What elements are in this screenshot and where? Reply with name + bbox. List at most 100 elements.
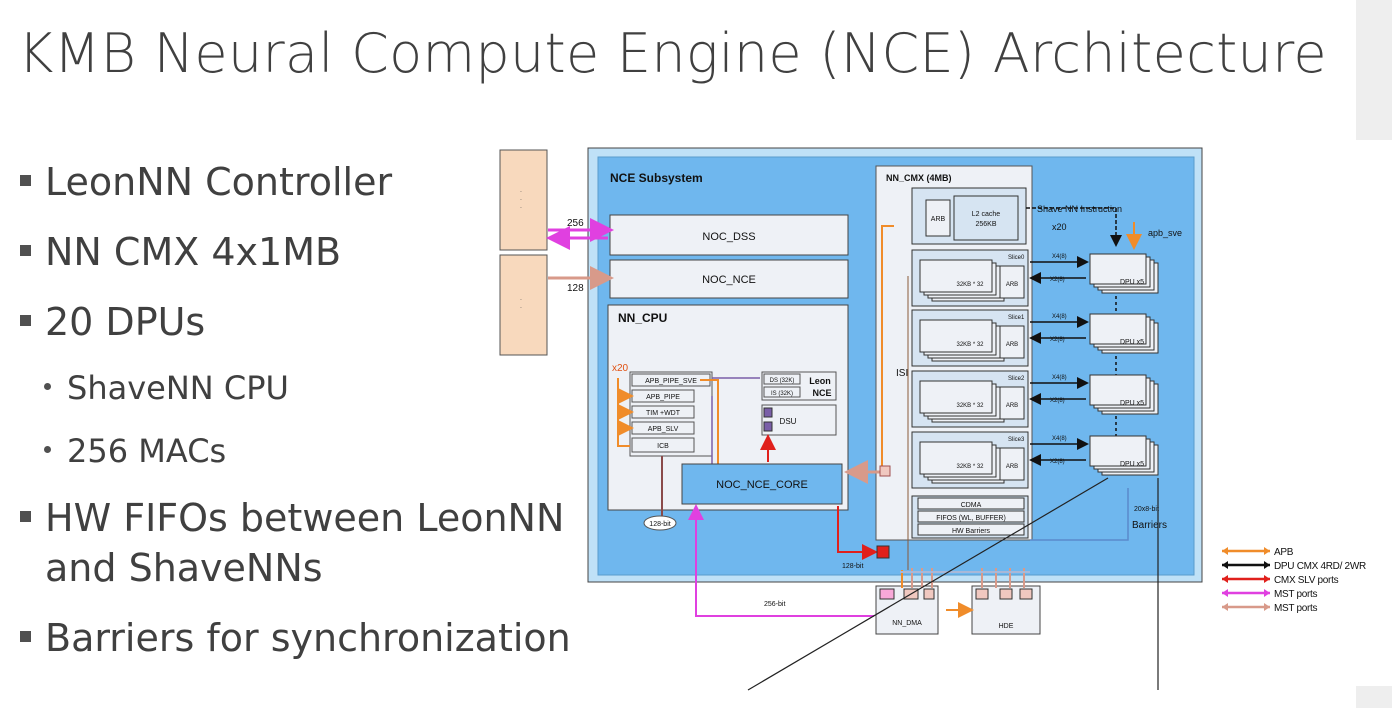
- legend-label: DPU CMX 4RD/ 2WR: [1274, 561, 1366, 572]
- slice-arb-box: [999, 325, 1025, 359]
- svg-text:NCE: NCE: [812, 388, 831, 398]
- x4-label: X4(8): [1052, 375, 1067, 381]
- apb-sve-label: apb_sve: [1148, 228, 1182, 238]
- slice-memory-label: 32KB * 32: [956, 403, 984, 409]
- subbullet-macs: 256 MACs: [44, 432, 226, 470]
- svg-text:.: .: [520, 187, 522, 194]
- subbullet-text: ShaveNN CPU: [67, 369, 289, 407]
- subbullet-shavenn-cpu: ShaveNN CPU: [44, 369, 289, 407]
- svg-text:Leon: Leon: [809, 376, 831, 386]
- bullet-barriers: Barriers for synchronization: [20, 616, 571, 660]
- legend-label: APB: [1274, 547, 1294, 558]
- dpu-label: DPU x5: [1120, 339, 1144, 346]
- dpu-label: DPU x5: [1120, 279, 1144, 286]
- slice-label: Slice0: [1008, 255, 1025, 261]
- svg-text:x20: x20: [1052, 222, 1067, 232]
- external-block-top: [499, 149, 548, 251]
- svg-text:NN_DMA: NN_DMA: [892, 620, 922, 627]
- svg-text:.: .: [520, 203, 522, 210]
- nn-cpu-label: NN_CPU: [618, 311, 667, 325]
- slice-memory-bank: [919, 259, 993, 293]
- slice-arb-label: ARB: [1006, 282, 1018, 288]
- dpu-stack-card: [1089, 435, 1147, 467]
- slice-arb-box: [999, 386, 1025, 420]
- bullet-hw-fifos: HW FIFOs between LeonNN: [20, 496, 564, 540]
- noc-nce-box: [609, 259, 849, 299]
- legend-arrow-right: [1264, 547, 1270, 555]
- legend-arrow-left: [1222, 575, 1228, 583]
- svg-text:DS (32K): DS (32K): [770, 378, 795, 384]
- bullet-leonnn-controller: LeonNN Controller: [20, 160, 392, 204]
- square-bullet-icon: [20, 631, 31, 642]
- dpu-label: DPU x5: [1120, 461, 1144, 468]
- legend-arrow-right: [1264, 575, 1270, 583]
- svg-text:HW Barriers: HW Barriers: [952, 528, 991, 535]
- slice-memory-bank: [919, 380, 993, 414]
- legend-arrow-right: [1264, 603, 1270, 611]
- nce-subsystem-label: NCE Subsystem: [610, 171, 703, 185]
- svg-text:APB_PIPE_SVE: APB_PIPE_SVE: [645, 378, 697, 385]
- square-bullet-icon: [20, 245, 31, 256]
- legend-label: CMX SLV ports: [1274, 575, 1339, 586]
- svg-text:128-bit: 128-bit: [842, 563, 863, 570]
- slice-arb-box: [999, 447, 1025, 481]
- slice-label: Slice1: [1008, 315, 1025, 321]
- x2-label: X2(8): [1050, 277, 1065, 283]
- slice-label: Slice3: [1008, 437, 1025, 443]
- legend-arrow-right: [1264, 589, 1270, 597]
- noc-nce-label: NOC_NCE: [702, 274, 756, 286]
- bullet-nn-cmx: NN CMX 4x1MB: [20, 230, 341, 274]
- slice-arb-box: [999, 265, 1025, 299]
- dpu-stack-card: [1089, 253, 1147, 285]
- slice-arb-label: ARB: [1006, 342, 1018, 348]
- svg-text:.: .: [520, 303, 522, 310]
- bus-256-label: 256: [567, 218, 584, 229]
- svg-text:.: .: [520, 295, 522, 302]
- svg-text:TIM +WDT: TIM +WDT: [646, 410, 681, 417]
- slice-memory-bank: [919, 319, 993, 353]
- isi-label: ISI: [896, 368, 908, 379]
- bus-128-label: 128: [567, 283, 584, 294]
- side-panel: [1356, 0, 1392, 140]
- dpu-label: DPU x5: [1120, 400, 1144, 407]
- square-bullet-icon: [20, 315, 31, 326]
- legend-arrow-left: [1222, 561, 1228, 569]
- svg-text:256KB: 256KB: [975, 221, 996, 228]
- slice-memory-label: 32KB * 32: [956, 342, 984, 348]
- svg-text:DSU: DSU: [780, 417, 797, 426]
- x2-label: X2(8): [1050, 337, 1065, 343]
- bullet-text: NN CMX 4x1MB: [45, 230, 342, 274]
- side-panel-bottom: [1356, 686, 1392, 708]
- svg-text:20x8-bit: 20x8-bit: [1134, 506, 1159, 513]
- x4-label: X4(8): [1052, 436, 1067, 442]
- svg-text:ICB: ICB: [657, 443, 669, 450]
- bullet-text: LeonNN Controller: [45, 160, 393, 204]
- legend-label: MST ports: [1274, 603, 1318, 614]
- svg-text:.: .: [520, 195, 522, 202]
- legend-arrow-right: [1264, 561, 1270, 569]
- svg-text:APB_PIPE: APB_PIPE: [646, 394, 680, 401]
- dot-bullet-icon: [44, 382, 51, 390]
- x20-cpu-label: x20: [612, 363, 629, 374]
- svg-text:256-bit: 256-bit: [764, 601, 785, 608]
- bullet-text: 20 DPUs: [45, 300, 206, 344]
- x4-label: X4(8): [1052, 314, 1067, 320]
- slice-memory-label: 32KB * 32: [956, 464, 984, 470]
- svg-text:APB_SLV: APB_SLV: [648, 426, 679, 433]
- dsu-box: [761, 404, 837, 436]
- svg-text:HDE: HDE: [999, 623, 1014, 630]
- dpu-stack-card: [1089, 374, 1147, 406]
- bullet-text: HW FIFOs between LeonNN: [45, 496, 565, 540]
- svg-text:CDMA: CDMA: [961, 502, 982, 509]
- slice-arb-label: ARB: [1006, 403, 1018, 409]
- noc-nce-core-label: NOC_NCE_CORE: [716, 479, 808, 491]
- slice-label: Slice2: [1008, 376, 1025, 382]
- shave-nn-instr-label: Shave NN Instruction: [1037, 204, 1122, 214]
- noc-dss-label: NOC_DSS: [702, 231, 755, 243]
- square-bullet-icon: [20, 175, 31, 186]
- bullet-text: Barriers for synchronization: [45, 616, 571, 660]
- square-bullet-icon: [20, 511, 31, 522]
- dot-bullet-icon: [44, 445, 51, 453]
